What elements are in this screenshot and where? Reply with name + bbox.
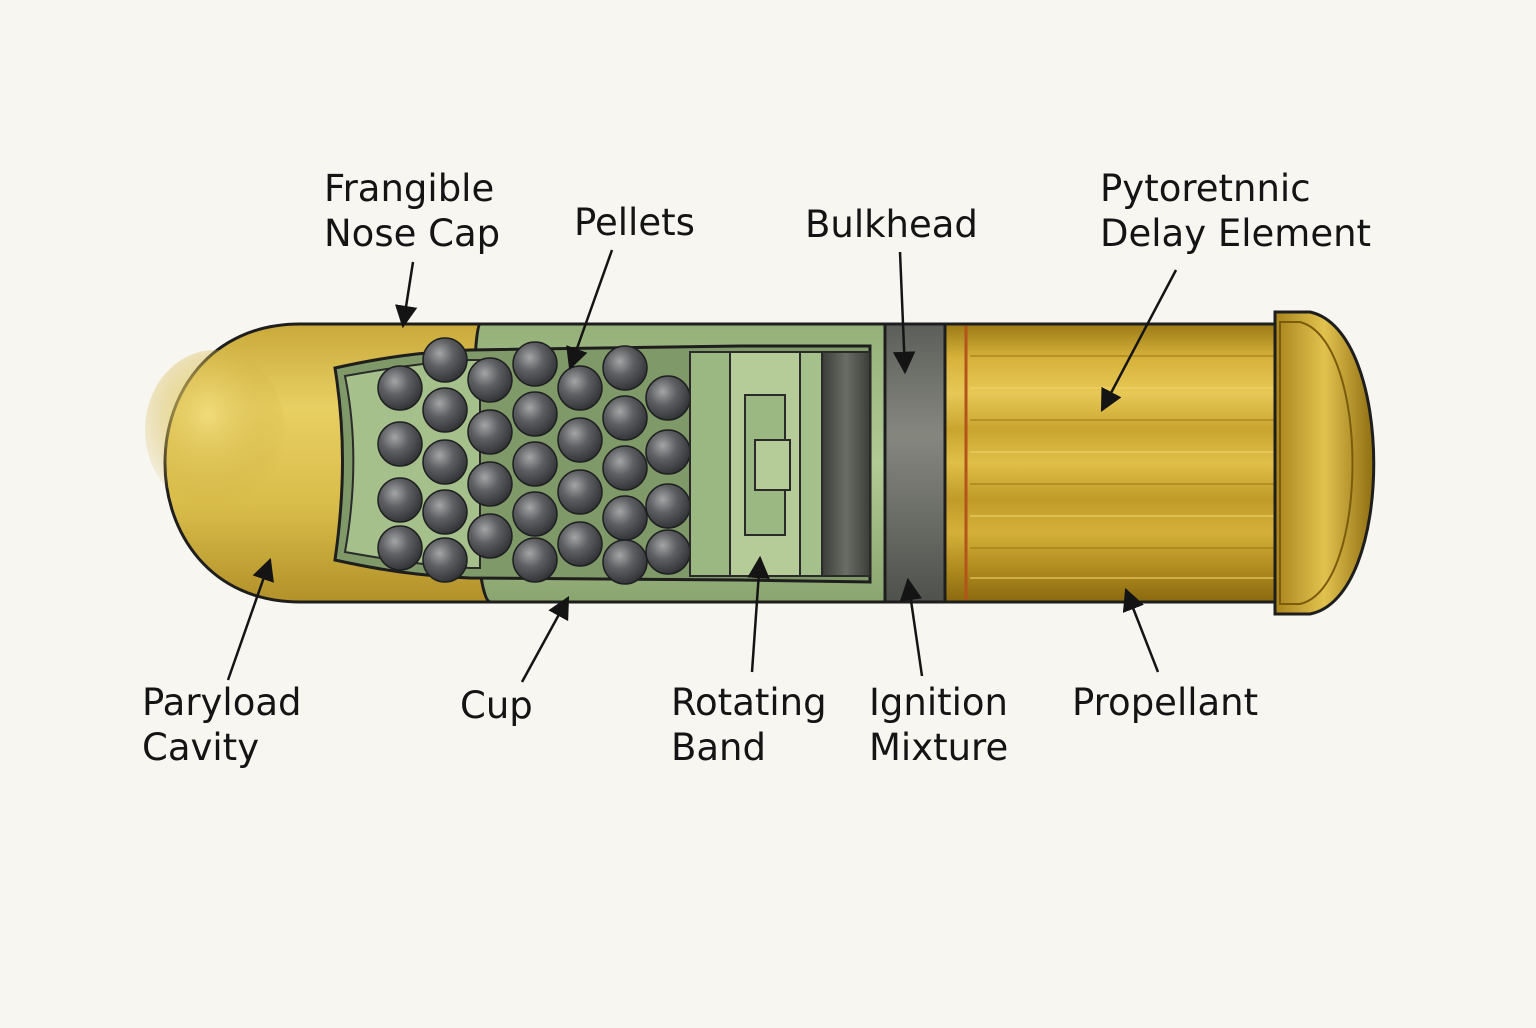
- label-cup-line1: Cup: [460, 684, 533, 727]
- label-ignition-mixture-line2: Mixture: [869, 726, 1009, 769]
- label-ignition-mixture: Ignition Mixture: [869, 680, 1008, 770]
- label-frangible-nose-cap: Frangible Nose Cap: [324, 166, 500, 256]
- pellet: [645, 483, 691, 529]
- label-pyrotechnic-delay-element-line2: Delay Element: [1100, 212, 1372, 255]
- pellet: [645, 429, 691, 475]
- pellet: [422, 387, 468, 433]
- pellet: [377, 421, 423, 467]
- pellet: [602, 445, 648, 491]
- label-rotating-band: Rotating Band: [671, 680, 827, 770]
- leader-propellant: [1122, 587, 1160, 673]
- label-cup: Cup: [460, 683, 533, 728]
- bulkhead: [883, 322, 949, 604]
- pellet: [467, 461, 513, 507]
- pellet: [645, 529, 691, 575]
- label-propellant: Propellant: [1072, 680, 1258, 725]
- pellet: [557, 469, 603, 515]
- label-rotating-band-line1: Rotating: [671, 681, 827, 724]
- propellant-casing: [943, 322, 1292, 604]
- leader-ignition-mixture: [899, 577, 924, 677]
- label-propellant-line1: Propellant: [1072, 681, 1259, 724]
- rotating-band-structure: [689, 351, 871, 577]
- pellet: [512, 491, 558, 537]
- pellet: [557, 417, 603, 463]
- leader-nose-cap: [395, 261, 418, 329]
- pellet: [377, 365, 423, 411]
- pellet: [512, 391, 558, 437]
- label-payload-cavity-line2: Cavity: [142, 726, 260, 769]
- pellet: [602, 539, 648, 585]
- label-pellets: Pellets: [574, 200, 695, 245]
- label-frangible-nose-cap-line1: Frangible: [324, 167, 495, 210]
- leader-bulkhead: [892, 251, 916, 375]
- leader-cup: [520, 596, 570, 683]
- pellet: [467, 409, 513, 455]
- pellet: [422, 439, 468, 485]
- casing-rim: [1273, 310, 1376, 616]
- pellet: [557, 521, 603, 567]
- pellet: [602, 495, 648, 541]
- label-payload-cavity-line1: Paryload: [142, 681, 302, 724]
- leader-delay-element: [1100, 269, 1178, 412]
- label-pyrotechnic-delay-element: Pytoretnnic Delay Element: [1100, 166, 1371, 256]
- label-ignition-mixture-line1: Ignition: [869, 681, 1009, 724]
- casing-stripes: [970, 355, 1288, 579]
- label-bulkhead-line1: Bulkhead: [805, 203, 978, 246]
- label-pyrotechnic-delay-element-line1: Pytoretnnic: [1100, 167, 1311, 210]
- label-bulkhead: Bulkhead: [805, 202, 978, 247]
- pellet: [512, 341, 558, 387]
- pellet: [422, 337, 468, 383]
- label-pellets-line1: Pellets: [574, 201, 695, 244]
- pellet: [377, 477, 423, 523]
- pellet: [602, 345, 648, 391]
- pellet: [422, 489, 468, 535]
- pellet: [645, 375, 691, 421]
- label-frangible-nose-cap-line2: Nose Cap: [324, 212, 501, 255]
- leader-payload-cavity: [226, 557, 274, 681]
- pellet: [377, 525, 423, 571]
- label-rotating-band-line2: Band: [671, 726, 766, 769]
- pellet: [422, 537, 468, 583]
- pellet-cluster: [377, 337, 691, 585]
- pellet: [512, 441, 558, 487]
- leader-rotating-band: [747, 555, 770, 673]
- nose-highlight: [145, 350, 285, 510]
- pellet: [467, 357, 513, 403]
- leader-pellets: [566, 249, 614, 371]
- pellet: [557, 365, 603, 411]
- pellet: [602, 395, 648, 441]
- pellet: [512, 537, 558, 583]
- label-payload-cavity: Paryload Cavity: [142, 680, 302, 770]
- leader-lines: [226, 249, 1178, 683]
- pellet: [467, 513, 513, 559]
- rim-inner: [1279, 321, 1354, 605]
